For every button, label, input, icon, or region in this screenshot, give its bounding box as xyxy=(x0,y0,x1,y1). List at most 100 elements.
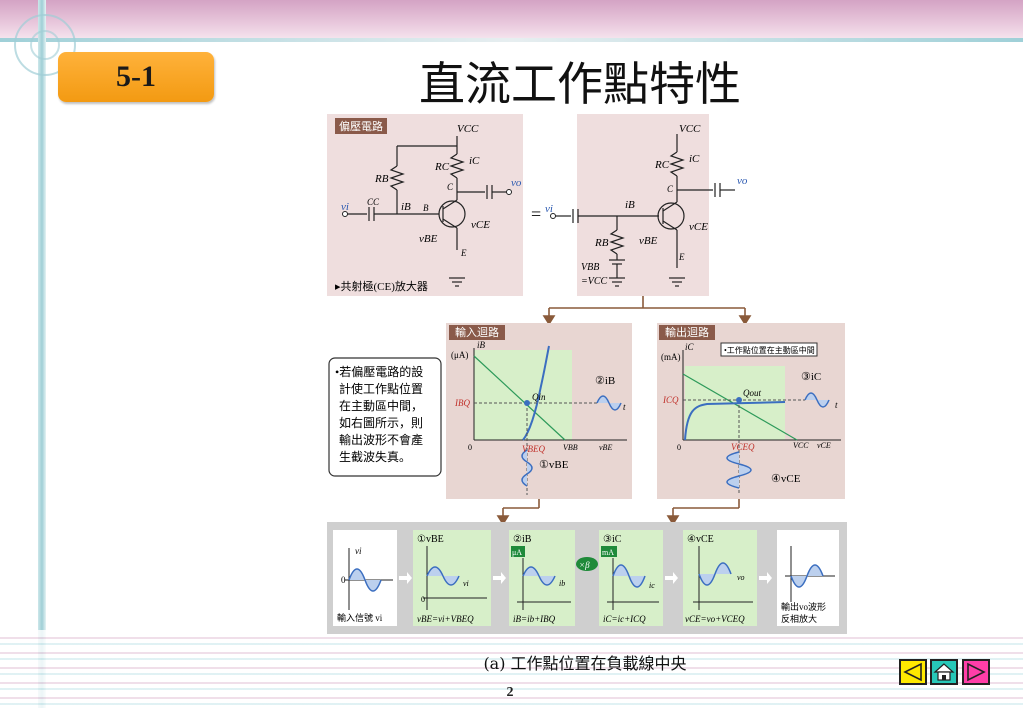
vi-label: vi xyxy=(341,201,349,213)
input-loop-label: 輸入迴路 xyxy=(455,325,499,339)
p1-wave xyxy=(426,566,460,586)
p2-unit: μA xyxy=(512,548,522,557)
ua-label: (μA) xyxy=(451,350,468,360)
p1-zero: 0 xyxy=(421,595,425,604)
vbe-wave xyxy=(521,449,533,487)
vce-label-right: vCE xyxy=(689,221,708,233)
ibq-label: IBQ xyxy=(454,398,470,408)
ic-label: iC xyxy=(469,155,480,167)
input-load-line xyxy=(473,355,566,441)
input-axes xyxy=(473,348,627,441)
note-line-3: 在主動區中間， xyxy=(339,398,423,413)
vce-label: vCE xyxy=(471,219,490,231)
input-ib-marker: ②iB xyxy=(595,375,615,387)
strip-arrows xyxy=(399,572,772,584)
output-note-box xyxy=(720,342,818,357)
p2-unit-box xyxy=(511,546,525,557)
vo-label: vo xyxy=(511,177,522,189)
output-t-label: t xyxy=(835,400,838,410)
e-label-right: E xyxy=(678,252,685,262)
ib-label: iB xyxy=(401,201,411,213)
slide-title: 直流工作點特性 xyxy=(419,57,741,111)
split-arrows xyxy=(542,296,752,326)
output-zero: 0 xyxy=(677,443,681,452)
input-curve xyxy=(522,345,550,441)
p0-wave xyxy=(348,568,382,592)
p5-line1: 輸出vo波形 xyxy=(781,601,826,612)
strip-panel-vce xyxy=(683,530,757,626)
rc-label-right: RC xyxy=(654,159,670,171)
amp-label: ▸共射極(CE)放大器 xyxy=(335,279,428,293)
input-loop-label-box xyxy=(449,325,505,340)
p3-unit: mA xyxy=(602,548,614,557)
home-icon xyxy=(933,663,955,681)
b-label: B xyxy=(423,203,429,213)
page-number: 2 xyxy=(506,685,514,700)
next-button[interactable] xyxy=(962,659,990,685)
decor-ring xyxy=(14,14,76,76)
note-line-2: 計使工作點位置 xyxy=(339,381,423,396)
p2-eq: iB=ib+IBQ xyxy=(513,614,556,624)
p3-unit-box xyxy=(601,546,617,557)
p0-vi: vi xyxy=(355,546,362,556)
vbeq-label: VBEQ xyxy=(522,444,545,454)
p1-vi: vi xyxy=(463,579,469,588)
p3-head: ③iC xyxy=(603,534,622,545)
vbe-label-right: vBE xyxy=(639,235,658,247)
vce-axis-label: vCE xyxy=(817,441,831,450)
p2-head: ②iB xyxy=(513,534,532,545)
beta-badge xyxy=(576,557,598,571)
input-zero: 0 xyxy=(468,443,472,452)
arrow-left-icon xyxy=(903,662,922,682)
rb-label-right: RB xyxy=(594,237,609,249)
input-t-label: t xyxy=(623,402,626,412)
rc-label: RC xyxy=(434,161,450,173)
vo-label-right: vo xyxy=(737,175,748,187)
p2-ib: ib xyxy=(559,579,565,588)
p4-wave xyxy=(698,562,732,586)
home-button[interactable] xyxy=(930,659,958,685)
output-ic-marker: ③iC xyxy=(801,371,821,383)
ic-label-right: iC xyxy=(689,153,700,165)
vbe-label: vBE xyxy=(419,233,438,245)
equals-sign: = xyxy=(531,204,541,224)
merge-arrows xyxy=(496,499,740,526)
input-vbe-marker: ①vBE xyxy=(539,459,569,471)
note-line-5: 輸出波形不會產 xyxy=(339,432,423,447)
note-text: •若偏壓電路的設 計使工作點位置 在主動區中間， 如右圖所示，則 輸出波形不會產… xyxy=(335,364,423,464)
top-banner-line xyxy=(0,38,1023,42)
cc-label: CC xyxy=(367,197,380,207)
bias-panel-right xyxy=(577,114,709,296)
output-load-line xyxy=(682,373,798,441)
arrow-right-icon xyxy=(967,662,986,682)
p2-wave xyxy=(522,566,556,586)
bias-circuit-left xyxy=(347,136,507,287)
vi-terminal-right xyxy=(550,213,556,219)
decor-ring-inner xyxy=(30,30,60,60)
ic-axis-label: iC xyxy=(685,342,695,352)
vbb-axis-label: VBB xyxy=(563,443,578,452)
note-box xyxy=(328,357,442,477)
vcc-axis-label: VCC xyxy=(793,441,809,450)
bottom-stripes xyxy=(0,630,1023,708)
ma-label: (mA) xyxy=(661,352,681,362)
p5-line2: 反相放大 xyxy=(781,613,817,624)
ic-wave xyxy=(804,392,830,408)
figure-caption: (a) 工作點位置在負載線中央 xyxy=(483,654,687,673)
p1-eq: vBE=vi+VBEQ xyxy=(417,614,474,624)
vceq-label: VCEQ xyxy=(731,442,755,452)
p4-eq: vCE=vo+VCEQ xyxy=(685,614,745,624)
icq-label: ICQ xyxy=(662,395,679,405)
output-vce-marker: ④vCE xyxy=(771,473,801,485)
output-loop-label-box xyxy=(659,325,715,340)
output-loop-label: 輸出迴路 xyxy=(665,325,709,339)
e-label: E xyxy=(460,248,467,258)
vbb-label: VBB xyxy=(581,262,599,273)
note-line-4: 如右圖所示，則 xyxy=(339,415,423,430)
qin-point xyxy=(524,400,530,406)
previous-button[interactable] xyxy=(899,659,927,685)
rb-label: RB xyxy=(374,173,389,185)
note-line-1: •若偏壓電路的設 xyxy=(335,364,423,379)
bias-label: 偏壓電路 xyxy=(339,119,383,133)
vo-terminal xyxy=(506,189,512,195)
